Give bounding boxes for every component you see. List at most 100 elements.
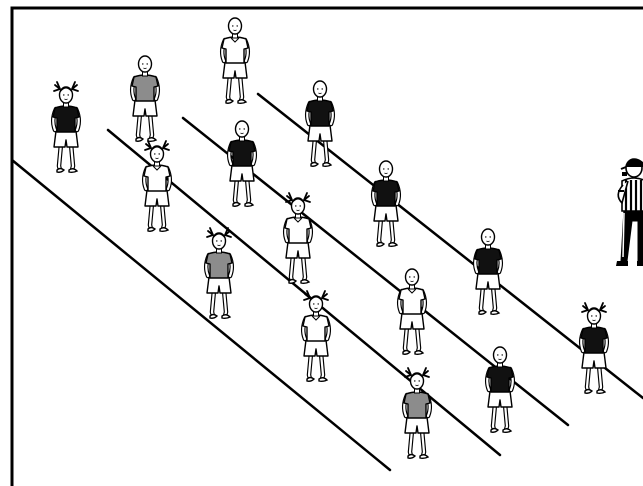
referee-shoe-left xyxy=(616,261,628,266)
shoe-right xyxy=(414,350,425,356)
mouth xyxy=(384,172,388,174)
shoe-left xyxy=(56,167,66,173)
eye-right xyxy=(67,94,69,96)
eye-left xyxy=(591,315,593,317)
shirt xyxy=(228,139,256,167)
mouth xyxy=(233,29,237,31)
referee-layer xyxy=(616,158,643,266)
mouth xyxy=(314,307,318,309)
eye-right xyxy=(418,380,420,382)
referee-shoe-right xyxy=(637,261,643,266)
player-figure-p15 xyxy=(579,302,609,395)
shirt xyxy=(403,391,431,419)
eye-left xyxy=(414,380,416,382)
eye-left xyxy=(154,153,156,155)
head xyxy=(404,268,420,286)
eye-right xyxy=(158,153,160,155)
player-figure-p12 xyxy=(473,228,503,316)
eye-right xyxy=(387,168,389,170)
shoe-right xyxy=(318,377,329,383)
pigtail-left xyxy=(404,367,412,378)
shirt xyxy=(205,251,233,279)
shirt xyxy=(302,314,330,342)
shorts xyxy=(373,204,399,222)
shorts xyxy=(144,189,170,207)
eye-left xyxy=(239,128,241,130)
player-figure-p7 xyxy=(204,227,234,320)
hair xyxy=(212,232,226,239)
shorts xyxy=(229,164,255,182)
shoe-left xyxy=(407,453,417,459)
head xyxy=(312,80,328,98)
head xyxy=(234,120,250,138)
mouth xyxy=(217,244,221,246)
shirt xyxy=(580,326,608,354)
pigtail-right xyxy=(162,140,170,151)
eye-left xyxy=(232,25,234,27)
mouth xyxy=(155,157,159,159)
player-figure-p4 xyxy=(142,140,172,233)
player-figure-p9 xyxy=(371,160,401,248)
pigtail-left xyxy=(206,227,214,238)
player-figure-p1 xyxy=(51,81,81,174)
shoe-right xyxy=(221,314,232,320)
shirt xyxy=(486,365,514,393)
player-figure-p14 xyxy=(485,346,515,434)
shirt xyxy=(306,99,334,127)
referee-cap-brim xyxy=(620,166,627,170)
pigtail-right xyxy=(71,81,79,92)
mouth xyxy=(318,92,322,94)
pigtail-left xyxy=(303,290,311,301)
eye-right xyxy=(220,240,222,242)
shoe-right xyxy=(502,428,513,434)
shorts xyxy=(285,241,311,259)
shoe-right xyxy=(490,310,501,316)
shoe-left xyxy=(376,241,386,247)
shoe-right xyxy=(419,454,430,460)
hair xyxy=(309,295,323,302)
shorts xyxy=(307,124,333,142)
mouth xyxy=(498,358,502,360)
shoe-left xyxy=(225,98,235,104)
shoe-right xyxy=(147,137,158,143)
mouth xyxy=(415,384,419,386)
whistle-icon xyxy=(622,172,627,176)
mouth xyxy=(296,209,300,211)
mouth xyxy=(486,240,490,242)
hair xyxy=(150,145,164,152)
shoe-left xyxy=(310,161,320,167)
shorts xyxy=(206,276,232,294)
shirt-collar xyxy=(152,165,162,171)
players-layer xyxy=(51,17,609,460)
shirt xyxy=(52,105,80,133)
player-figure-p10 xyxy=(301,290,331,383)
shorts xyxy=(222,61,248,79)
shirt-collar xyxy=(230,37,240,43)
shorts xyxy=(132,99,158,117)
mouth xyxy=(64,98,68,100)
shorts xyxy=(404,416,430,434)
pigtail-right xyxy=(599,302,607,313)
shoe-left xyxy=(402,349,412,355)
shorts xyxy=(581,351,607,369)
eye-left xyxy=(317,88,319,90)
head xyxy=(137,55,153,73)
shoe-left xyxy=(147,226,157,232)
eye-right xyxy=(243,128,245,130)
head xyxy=(492,346,508,364)
shoe-right xyxy=(244,202,255,208)
eye-right xyxy=(501,354,503,356)
shorts xyxy=(303,339,329,357)
field-line-4 xyxy=(256,92,643,400)
shoe-right xyxy=(388,242,399,248)
pigtail-left xyxy=(53,81,61,92)
eye-right xyxy=(299,205,301,207)
eye-left xyxy=(142,63,144,65)
player-figure-p6 xyxy=(305,80,335,168)
head xyxy=(480,228,496,246)
eye-left xyxy=(63,94,65,96)
eye-left xyxy=(383,168,385,170)
shirt xyxy=(221,36,249,64)
hair xyxy=(291,197,305,204)
